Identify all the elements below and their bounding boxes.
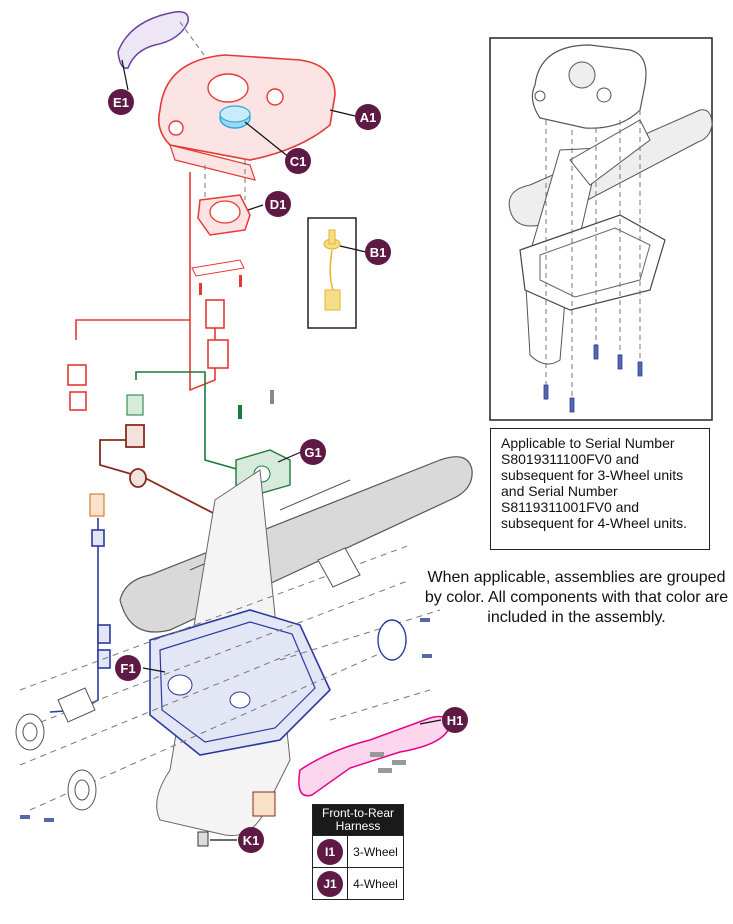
svg-text:F1: F1 xyxy=(120,661,135,676)
part-f1-housing xyxy=(149,609,331,756)
part-b1-pot xyxy=(307,217,357,329)
inset-view xyxy=(489,37,713,421)
svg-text:K1: K1 xyxy=(243,833,260,848)
red-wiring xyxy=(67,172,229,411)
harness-label-4-wheel: 4-Wheel xyxy=(347,868,403,899)
harness-legend: Front-to-Rear Harness I1 3-Wheel J1 4-Wh… xyxy=(312,804,404,900)
serial-applicability-note: Applicable to Serial Number S8019311100F… xyxy=(490,428,710,550)
color-grouping-note: When applicable, assemblies are grouped … xyxy=(424,569,729,626)
harness-row: J1 4-Wheel xyxy=(313,867,403,899)
svg-text:E1: E1 xyxy=(113,95,129,110)
callout-c1: C1 xyxy=(285,148,311,174)
blue-wiring xyxy=(49,518,111,713)
blue-plate xyxy=(317,547,432,661)
svg-text:D1: D1 xyxy=(270,197,287,212)
part-h1-lever xyxy=(298,715,449,797)
part-a1-console xyxy=(157,54,336,181)
part-d1-switch xyxy=(191,160,251,295)
callout-h1: H1 xyxy=(442,707,468,733)
callout-g1: G1 xyxy=(300,439,326,465)
harness-badge-i1: I1 xyxy=(317,838,343,865)
harness-title: Front-to-Rear Harness xyxy=(313,805,403,835)
orange-connector xyxy=(89,493,105,517)
leader-lines xyxy=(121,59,442,841)
harness-row: I1 3-Wheel xyxy=(313,835,403,867)
callout-f1: F1 xyxy=(115,655,141,681)
part-c1-knob xyxy=(219,105,251,129)
charger-port xyxy=(15,687,97,822)
svg-text:G1: G1 xyxy=(304,445,321,460)
svg-text:A1: A1 xyxy=(360,110,377,125)
callout-d1: D1 xyxy=(265,191,291,217)
svg-text:B1: B1 xyxy=(370,245,387,260)
callout-k1: K1 xyxy=(238,827,264,853)
callout-b1: B1 xyxy=(365,239,391,265)
harness-badge-j1: J1 xyxy=(317,870,343,897)
harness-connector xyxy=(197,791,276,847)
part-g1-assembly xyxy=(126,371,291,496)
harness-label-3-wheel: 3-Wheel xyxy=(347,836,403,867)
callout-a1: A1 xyxy=(355,104,381,130)
svg-text:C1: C1 xyxy=(290,154,307,169)
svg-text:H1: H1 xyxy=(447,713,464,728)
callout-e1: E1 xyxy=(108,89,134,115)
